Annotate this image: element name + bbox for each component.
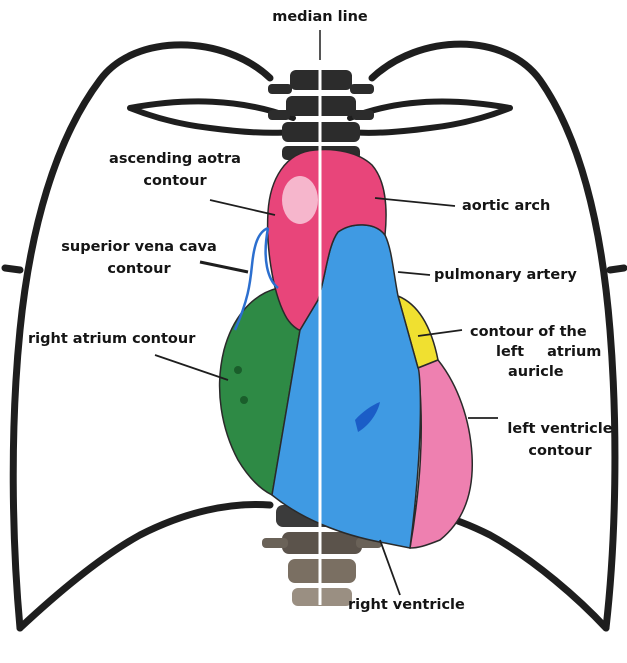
- atrium-mark: [234, 366, 242, 374]
- label-left-atrium-line2: left atrium: [470, 343, 620, 361]
- label-aortic-arch: aortic arch: [462, 197, 550, 215]
- label-svc-line2: contour: [28, 260, 250, 278]
- label-left-ventricle: left ventricle contour: [495, 420, 625, 460]
- pointer-right-ventricle: [380, 540, 400, 595]
- label-ascending-aorta-line1: ascending aotra: [95, 150, 255, 168]
- label-right-ventricle: right ventricle: [348, 596, 465, 614]
- aorta-highlight: [282, 176, 318, 224]
- pointer-right-atrium: [155, 355, 228, 380]
- vertebra-process: [268, 110, 290, 120]
- right-clavicle: [350, 101, 510, 132]
- label-pulmonary-artery: pulmonary artery: [434, 266, 577, 284]
- vertebra: [288, 559, 356, 583]
- pointer-pulmonary: [398, 272, 430, 275]
- label-svc-line1: superior vena cava: [28, 238, 250, 256]
- label-ascending-aorta-line2: contour: [95, 172, 255, 190]
- atrium-mark: [240, 396, 248, 404]
- heart: [220, 150, 473, 548]
- label-left-atrium-left: left: [496, 344, 524, 360]
- vertebra-process: [352, 110, 374, 120]
- left-costophrenic-curve: [20, 504, 270, 628]
- vertebra-process: [350, 84, 374, 94]
- pointer-aortic-arch: [375, 198, 455, 206]
- label-superior-vena-cava: superior vena cava contour: [28, 238, 250, 278]
- label-ascending-aorta: ascending aotra contour: [95, 150, 255, 190]
- label-left-atrium-line3: auricle: [508, 363, 620, 381]
- vertebra-process: [262, 538, 288, 548]
- left-rib-stub: [5, 268, 20, 270]
- right-rib-stub: [610, 268, 624, 270]
- vertebra-process: [268, 84, 292, 94]
- label-left-atrium-atrium: atrium: [547, 344, 601, 360]
- label-right-atrium: right atrium contour: [28, 330, 195, 348]
- label-left-atrium-auricle: contour of the left atrium auricle: [470, 323, 620, 381]
- label-left-ventricle-line2: contour: [495, 442, 625, 460]
- label-median-line: median line: [245, 8, 395, 26]
- label-left-atrium-line1: contour of the: [470, 323, 620, 341]
- pointer-ascending-aorta: [210, 200, 275, 215]
- vertebra: [292, 588, 352, 606]
- label-left-ventricle-line1: left ventricle: [495, 420, 625, 438]
